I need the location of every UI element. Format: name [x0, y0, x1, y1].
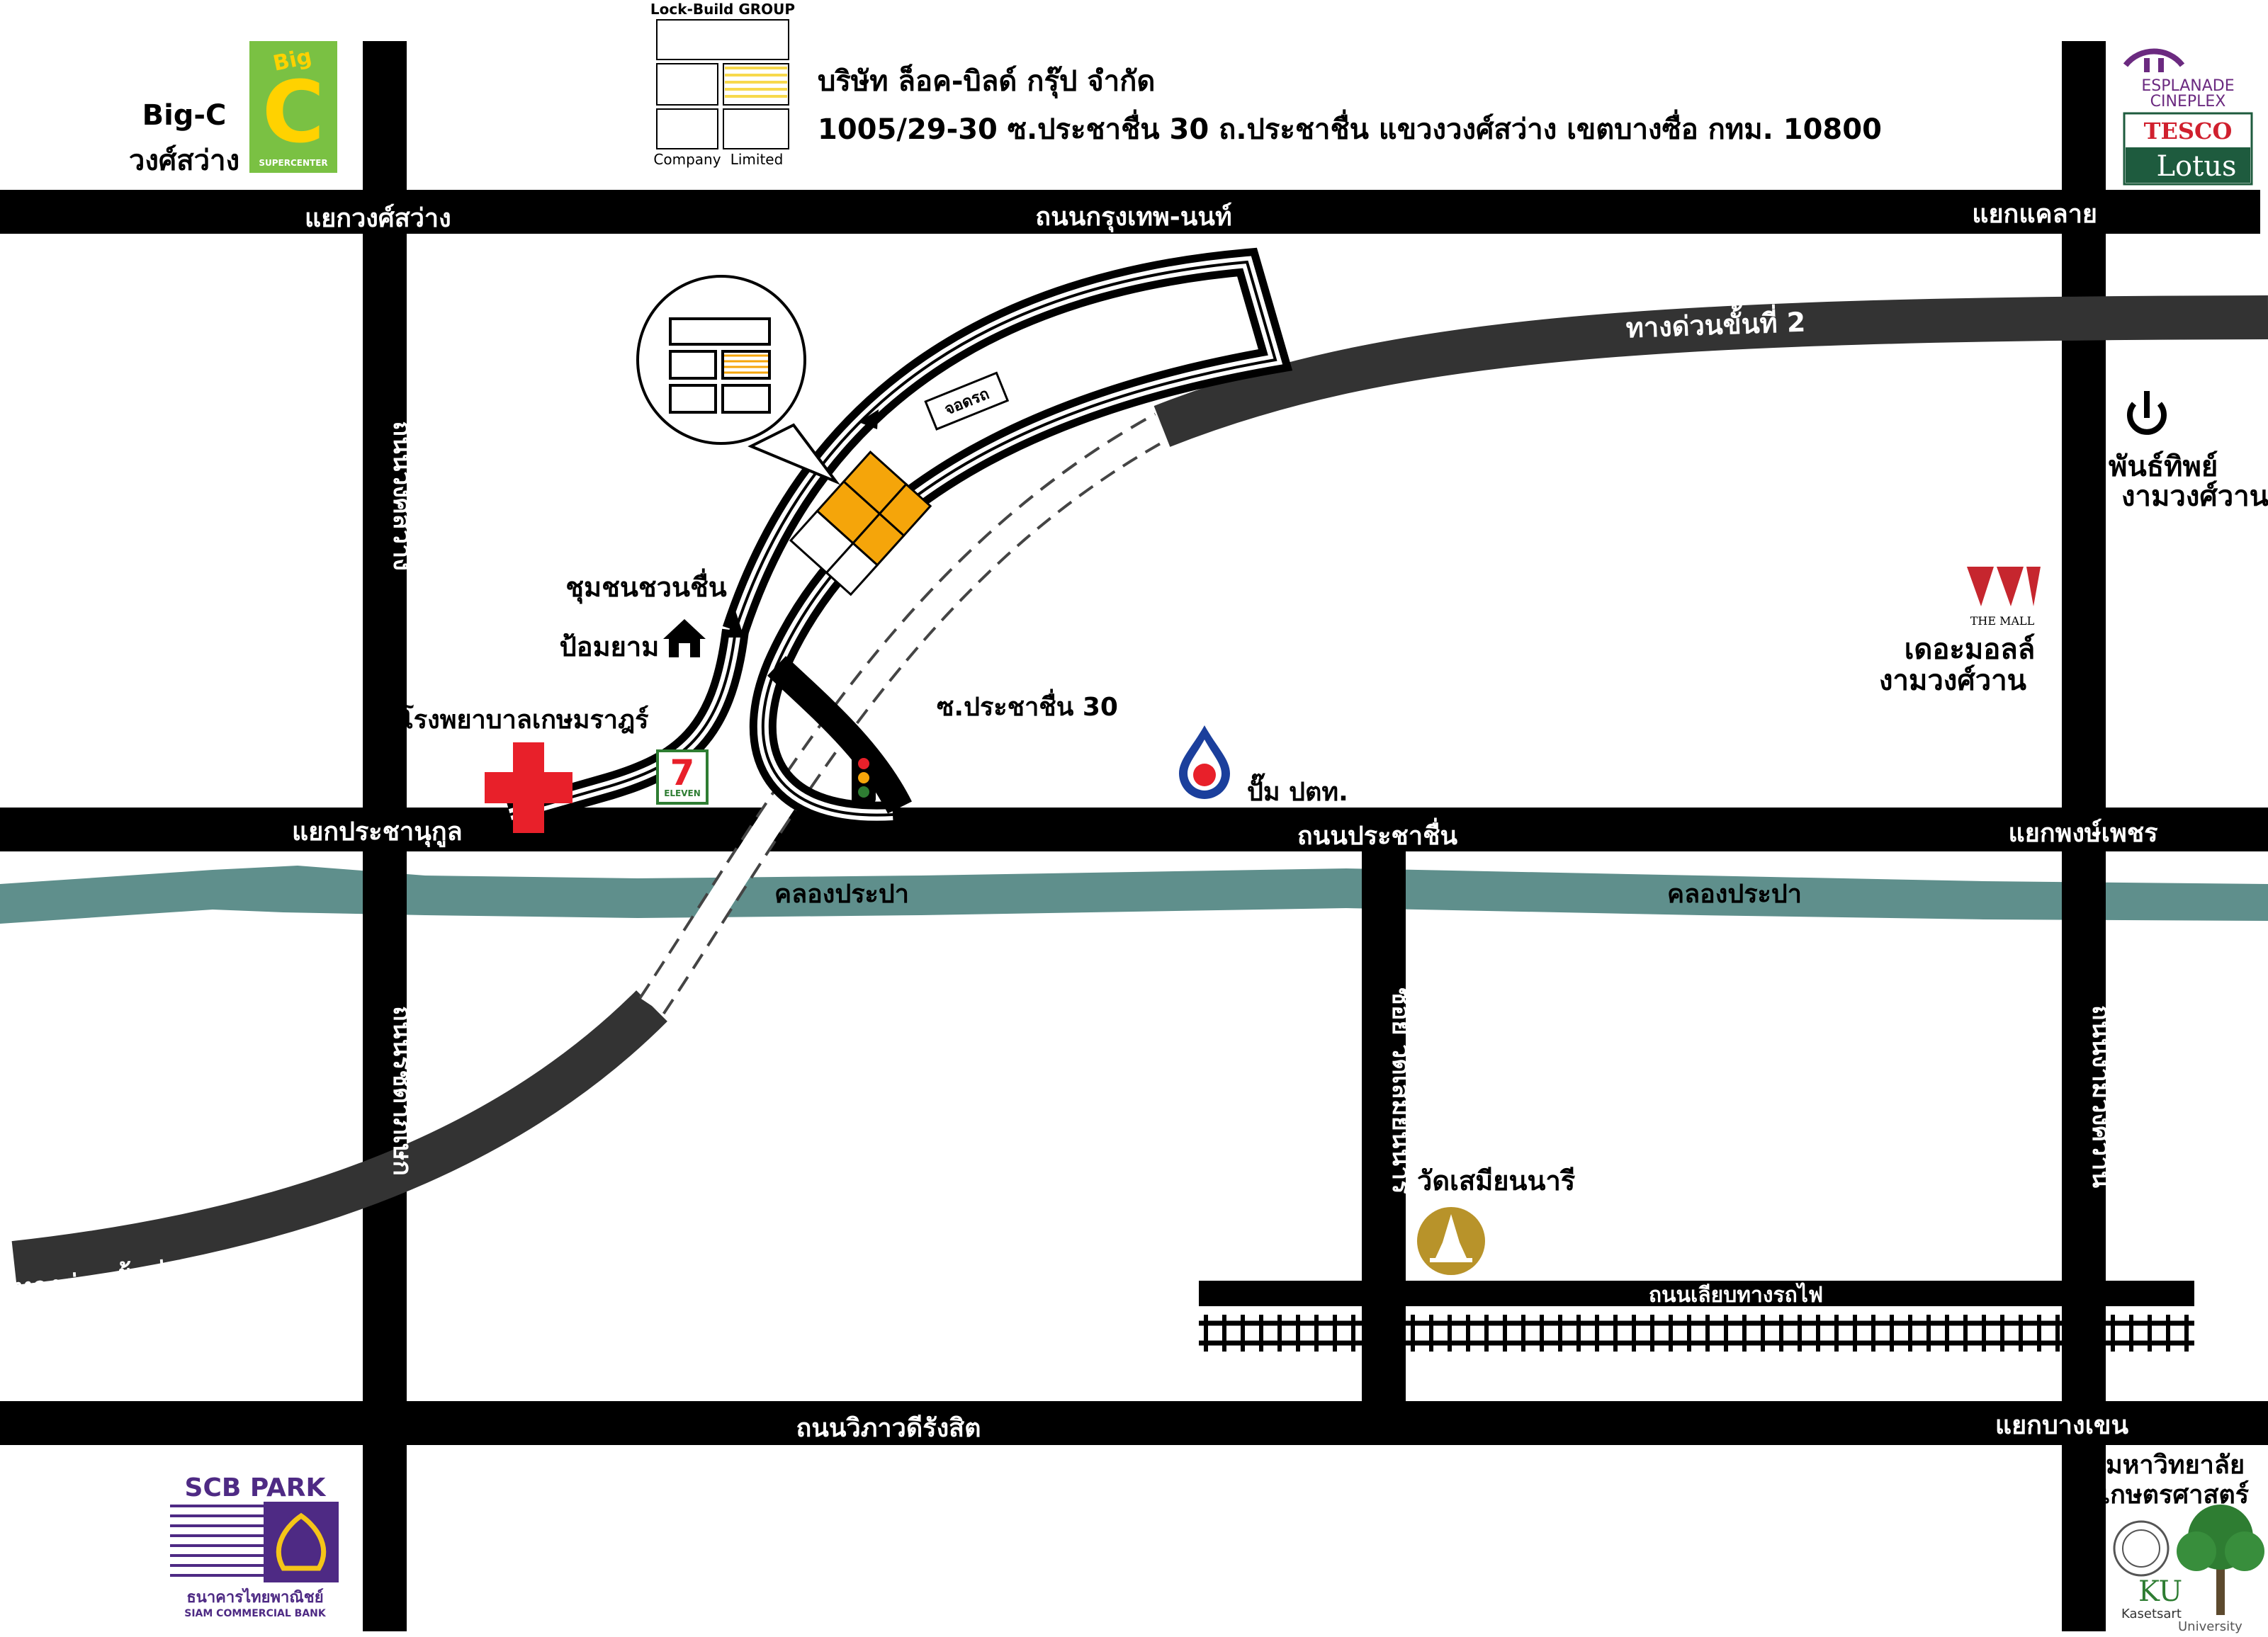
seven-eleven-sub: ELEVEN	[664, 788, 701, 798]
temple-label: วัดเสมียนนารี	[1417, 1165, 1576, 1196]
ku-logo-text: KU	[2138, 1575, 2182, 1608]
company-name: บริษัท ล็อค-บิลด์ กรุ๊ป จำกัด	[818, 63, 1155, 99]
tesco-label: TESCO	[2144, 118, 2233, 145]
seven-eleven-number: 7	[670, 752, 695, 793]
ptt-drop-icon	[1179, 725, 1230, 799]
canal-label-right: คลองประปา	[1667, 880, 1802, 909]
the-mall-line-1: เดอะมอลล์	[1905, 633, 2036, 666]
ku-line-1: มหาวิทยาลัย	[2106, 1451, 2245, 1480]
the-mall-line-2: งามวงศ์วาน	[1879, 664, 2026, 697]
scb-park-label: SCB PARK	[185, 1473, 327, 1502]
tesco-lotus-logo: TESCO Lotus	[2123, 112, 2253, 186]
bigc-branch: วงศ์สว่าง	[129, 145, 239, 177]
company-logo-header: Lock-Build GROUP	[650, 1, 795, 18]
scb-park-logo: SCB PARK ธนาคารไทยพาณิชย์ SIAM COMMERCIA…	[170, 1473, 339, 1619]
bigc-logo-bottom: SUPERCENTER	[259, 158, 327, 168]
company-logo: Lock-Build GROUP Company Limited	[650, 1, 795, 168]
lotus-label: Lotus	[2156, 150, 2236, 183]
expressway	[11, 295, 2268, 1285]
road-label-ratchadaphisek: ถนนรัชดาภิเษก	[388, 1006, 417, 1176]
seven-eleven-logo: 7 ELEVEN	[656, 749, 709, 805]
house-icon	[663, 619, 706, 657]
road-label-krungthep: ถนนกรุงเทพ-นนท์	[1035, 202, 1231, 233]
intersection-prachanukul: แยกประชานุกูล	[292, 817, 463, 848]
esplanade-line-1: ESPLANADE	[2141, 77, 2234, 95]
bigc-logo	[249, 41, 337, 173]
canal	[0, 866, 2268, 924]
esplanade-line-2: CINEPLEX	[2150, 93, 2226, 111]
pantip-line-1: พันธ์ทิพย์	[2109, 451, 2218, 483]
road-vibhavadi	[0, 1401, 2268, 1445]
traffic-light-icon	[852, 752, 876, 803]
canal-label-left: คลองประปา	[774, 880, 909, 909]
road-label-vibhavadi: ถนนวิภาวดีรังสิต	[796, 1414, 981, 1443]
company-callout	[636, 275, 840, 485]
road-label-soi-wat: ซอย วัดเสมียนนารี	[1387, 987, 1416, 1194]
scb-th: ธนาคารไทยพาณิชย์	[186, 1587, 323, 1607]
hospital-label: โรงพยาบาลเกษมราฎร์	[399, 704, 649, 735]
company-callout-logo	[669, 317, 771, 414]
esplanade-logo: ESPLANADE CINEPLEX	[2123, 48, 2235, 111]
the-mall-logo-text: THE MALL	[1970, 614, 2035, 628]
tree-icon	[2177, 1505, 2264, 1615]
community-label: ชุมชนชวนชื่น	[565, 568, 727, 604]
intersection-wongsawang: แยกวงศ์สว่าง	[305, 203, 451, 233]
ku-en-1: Kasetsart	[2121, 1607, 2182, 1621]
road-label-ngamwongwan: ถนนงามวงศ์วาน	[2087, 1005, 2116, 1189]
hospital-cross-icon	[485, 742, 572, 833]
temple-icon	[1417, 1207, 1485, 1275]
road-label-wongsawang: ถนนวงศ์สว่าง	[388, 421, 417, 571]
company-address: 1005/29-30 ซ.ประชาชื่น 30 ถ.ประชาชื่น แข…	[818, 109, 1882, 146]
pantip-line-2: งามวงศ์วาน	[2121, 480, 2268, 513]
the-mall-logo: THE MALL	[1967, 567, 2041, 628]
railway-track-icon	[1199, 1315, 2194, 1352]
bigc-title: Big-C	[142, 99, 227, 132]
bigc-landmark: Big-C วงศ์สว่าง Big C SUPERCENTER	[129, 41, 337, 177]
road-wongsawang	[363, 41, 407, 1631]
intersection-phong-phet: แยกพงษ์เพชร	[2009, 818, 2159, 848]
soi-prachachuen-label: ซ.ประชาชื่น 30	[937, 689, 1118, 722]
ptt-label: ปั๊ม ปตท.	[1247, 772, 1348, 807]
ku-logo: KU Kasetsart University	[2113, 1505, 2264, 1634]
power-icon	[2127, 391, 2167, 435]
company-logo-footer-left: Company	[653, 151, 721, 168]
road-label-railway: ถนนเลียบทางรถไฟ	[1649, 1282, 1823, 1308]
company-buildings	[789, 451, 932, 596]
intersection-khae-rai: แยกแคลาย	[1972, 200, 2097, 229]
ku-en-2: University	[2178, 1619, 2242, 1634]
ku-line-2: เกษตรศาสตร์	[2101, 1480, 2250, 1509]
company-logo-footer-right: Limited	[730, 151, 784, 168]
soi-prachachuen-30	[506, 247, 1293, 829]
road-soi-wat	[1362, 851, 1406, 1401]
road-label-prachachuen: ถนนประชาชื่น	[1297, 817, 1458, 851]
intersection-bang-khen: แยกบางเขน	[1995, 1411, 2129, 1440]
police-box-label: ป้อมยาม	[560, 631, 660, 662]
bigc-logo-letter: C	[262, 64, 325, 162]
scb-en: SIAM COMMERCIAL BANK	[184, 1608, 327, 1619]
